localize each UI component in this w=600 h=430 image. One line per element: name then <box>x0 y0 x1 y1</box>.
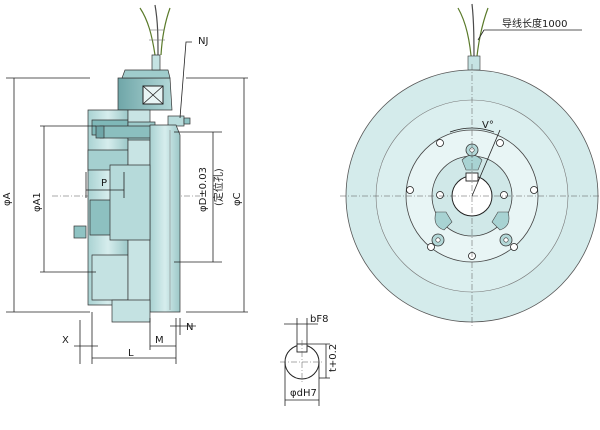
label-dia-a1: φA1 <box>32 192 43 212</box>
label-t-tolerance: t+0.2 <box>328 344 339 372</box>
label-dia-c: φC <box>232 192 243 206</box>
label-l: L <box>128 348 134 359</box>
side-view: NJ φA φA1 P φD±0.03 (定位孔) φC X M N L <box>2 4 248 364</box>
front-view: 导线长度1000 <box>340 3 600 326</box>
hub-lobes <box>434 154 510 231</box>
keyway-detail: bF8 t+0.2 φdH7 <box>280 314 339 406</box>
label-n: N <box>186 322 193 333</box>
label-lead-length: 导线长度1000 <box>502 17 567 30</box>
label-v-angle: V° <box>482 120 494 131</box>
label-p: P <box>101 178 107 189</box>
label-b-f8: bF8 <box>310 314 328 325</box>
angle-v: V° <box>449 120 501 197</box>
label-nj: NJ <box>198 36 208 47</box>
label-m: M <box>155 335 164 346</box>
lead-wires-front <box>457 3 489 71</box>
rotor-plate <box>149 124 181 313</box>
locating-holes <box>406 139 538 260</box>
label-locating-hole: (定位孔) <box>212 168 225 206</box>
side-dimensions <box>6 41 248 364</box>
lead-wires-side <box>139 4 171 56</box>
label-x: X <box>62 335 69 346</box>
terminal-box <box>117 54 173 111</box>
label-dia-d-tolerance: φD±0.03 <box>198 167 209 212</box>
nj-screw <box>167 115 191 127</box>
label-d-h7: φdH7 <box>290 388 317 399</box>
label-dia-a: φA <box>2 192 13 206</box>
